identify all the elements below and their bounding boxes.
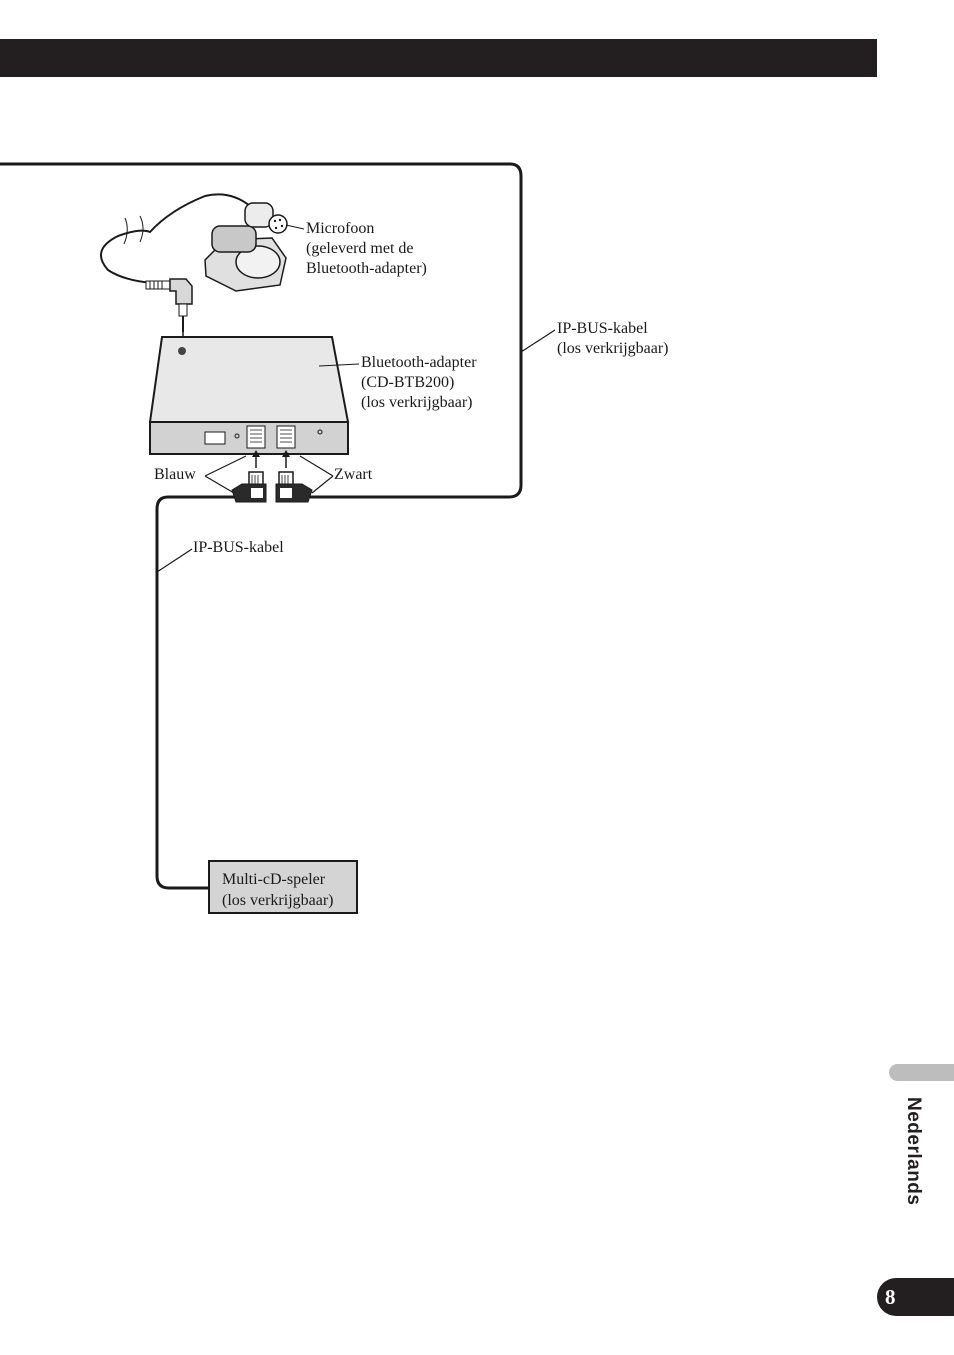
ip-bus-cable-right	[0, 162, 523, 499]
ip-bus-cable-left	[155, 495, 236, 890]
language-label: Nederlands	[903, 1097, 924, 1206]
ip-bus-left-label: IP-BUS-kabel	[193, 539, 284, 556]
microphone-label: Microfoon (geleverd met de Bluetooth-ada…	[306, 220, 427, 277]
ip-bus-connector-icon	[231, 471, 313, 503]
microphone-cable	[99, 193, 251, 286]
bluetooth-adapter-icon	[148, 336, 360, 455]
adapter-label: Bluetooth-adapter (CD-BTB200) (los verkr…	[361, 354, 477, 411]
cd-player-box: Multi-cD-speler (los verkrijgbaar)	[208, 860, 358, 914]
page-number: 8	[877, 1278, 954, 1316]
language-tab	[889, 1064, 954, 1081]
ip-bus-right-label: IP-BUS-kabel (los verkrijgbaar)	[557, 320, 669, 357]
blue-label: Blauw	[154, 466, 196, 483]
microphone-icon	[204, 202, 305, 292]
header-bar	[0, 39, 877, 77]
black-label: Zwart	[334, 466, 373, 483]
